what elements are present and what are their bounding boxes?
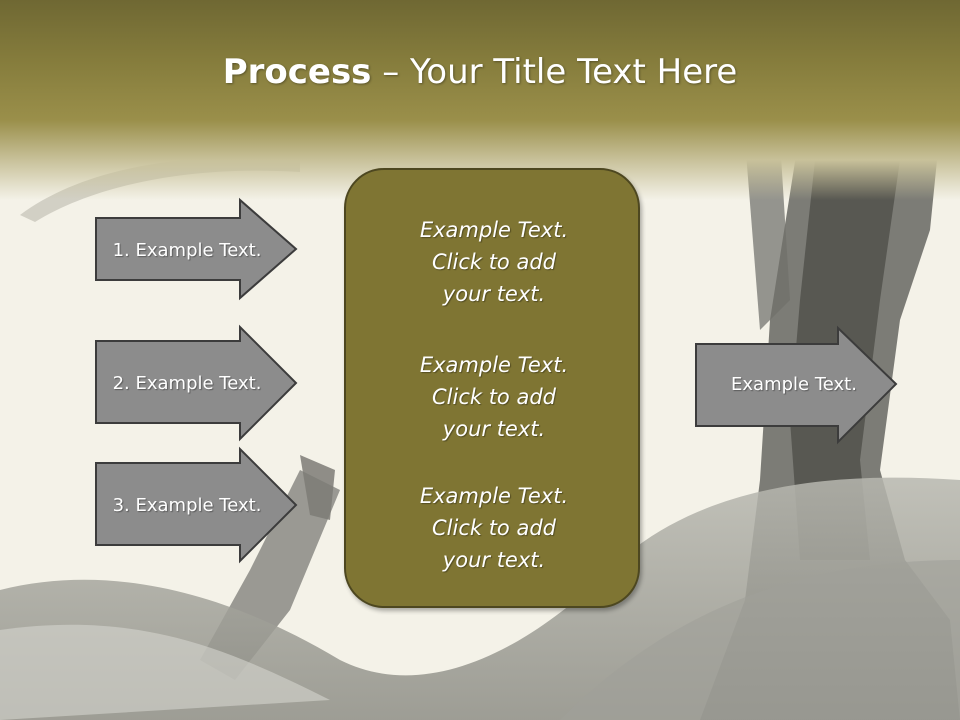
process-arrow-3[interactable]	[94, 446, 300, 564]
result-arrow-label: Example Text.	[731, 373, 857, 395]
center-text-block-2: Example Text. Click to add your text.	[419, 353, 569, 441]
title-band	[0, 0, 960, 200]
slide-title: Process – Your Title Text Here	[0, 52, 960, 92]
process-arrow-1[interactable]	[94, 197, 300, 301]
process-arrow-1-label: 1. Example Text.	[112, 239, 262, 261]
center-text-block-1: Example Text. Click to add your text.	[419, 218, 569, 306]
title-bold: Process	[222, 52, 372, 92]
process-arrow-2-label: 2. Example Text.	[112, 372, 262, 394]
process-arrow-2[interactable]	[94, 324, 300, 442]
result-arrow[interactable]	[694, 325, 900, 445]
center-text-box[interactable]: Example Text. Click to add your text. Ex…	[344, 168, 640, 608]
process-arrow-3-label: 3. Example Text.	[112, 494, 262, 516]
title-rest: – Your Title Text Here	[371, 52, 738, 92]
center-text-block-3: Example Text. Click to add your text.	[419, 484, 569, 572]
